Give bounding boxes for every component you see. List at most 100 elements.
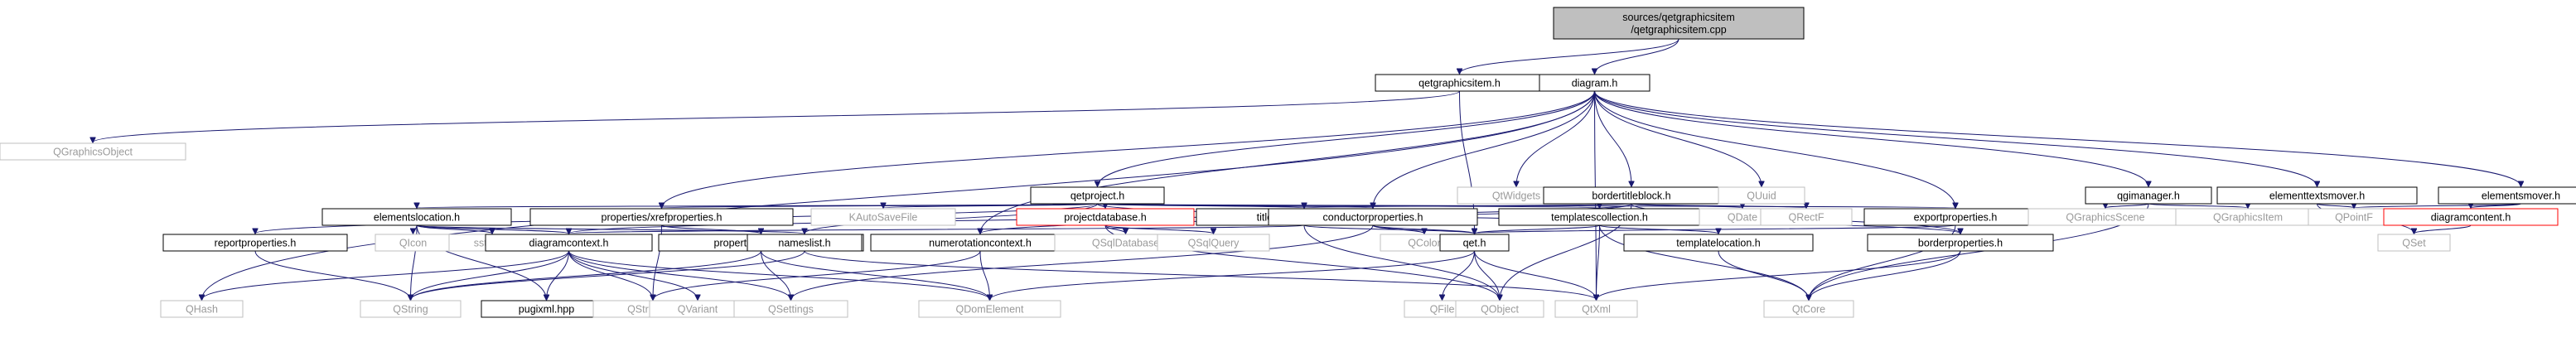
node-diagramcontext-h[interactable]: diagramcontext.h [485,234,653,252]
node-elementtextsmover-h[interactable]: elementtextsmover.h [2216,186,2418,205]
node-QGraphicsObject: QGraphicsObject [0,142,186,161]
edge-qet-h-to-QDomElement [990,250,1475,300]
node-qetgraphicsitem-h[interactable]: qetgraphicsitem.h [1375,74,1544,92]
node-label: QSettings [768,304,814,316]
edge-borderproperties-h-to-QtXml [1597,250,1961,300]
edge-templatescollection-h-to-QtXml [1597,224,1600,300]
node-label: templatescollection.h [1551,212,1648,224]
edge-diagram-h-to-qgimanager-h [1594,90,2149,186]
node-label: bordertitleblock.h [1592,190,1670,202]
node-pugixml-hpp[interactable]: pugixml.hpp [481,300,612,318]
node-exportproperties-h[interactable]: exportproperties.h [1863,208,2047,226]
edge-diagramcontext-h-to-QHash [202,250,569,300]
edge-templatelocation-h-to-QtCore [1718,250,1809,300]
node-box [529,208,794,226]
edge-diagramcontext-h-to-QVariant [568,250,698,300]
node-QGraphicsItem: QGraphicsItem [2175,208,2321,226]
edge-qetproject-h-to-KAutoSaveFile [883,204,1098,208]
node-label: exportproperties.h [1914,212,1998,224]
node-root[interactable]: sources/qetgraphicsitem/qetgraphicsitem.… [1553,7,1805,40]
edge-diagram-h-to-QHash [202,90,1595,300]
edge-qgimanager-h-to-QGraphicsScene [2105,204,2149,208]
node-label: QSqlQuery [1188,238,1240,249]
node-nameslist-h[interactable]: nameslist.h [747,234,863,252]
edge-borderproperties-h-to-QtCore [1809,250,1961,300]
node-label: pugixml.hpp [519,304,574,316]
node-conductorproperties-h[interactable]: conductorproperties.h [1268,208,1478,226]
node-label: QDate [1728,212,1757,224]
edge-diagramcontext-h-to-pugixml-hpp [547,250,569,300]
edge-conductorproperties-h-to-QSettings [791,224,1374,300]
edge-conductorproperties-h-to-QColor [1372,224,1424,234]
node-label: qgimanager.h [2117,190,2180,202]
node-label: QObject [1481,304,1519,316]
node-label: elementslocation.h [374,212,460,224]
node-label: qetproject.h [1071,190,1124,202]
node-label: qet.h [1463,238,1486,249]
node-diagram-h[interactable]: diagram.h [1539,74,1650,92]
node-label: QPointF [2335,212,2373,224]
node-label: conductorproperties.h [1323,212,1423,224]
node-box [321,208,512,226]
node-templatelocation-h[interactable]: templatelocation.h [1623,234,1814,252]
node-templatescollection-h[interactable]: templatescollection.h [1498,208,1701,226]
node-label: QGraphicsItem [2213,212,2283,224]
node-label: QVariant [678,304,718,316]
node-elementslocation-h[interactable]: elementslocation.h [321,208,512,226]
node-box [2216,186,2418,205]
node-projectdatabase-h[interactable]: projectdatabase.h [1016,208,1195,226]
node-box [1763,300,1854,318]
node-label: QSqlDatabase [1092,238,1159,249]
edge-elementsmover-h-to-diagramcontent-h [2471,204,2521,208]
node-label: templatelocation.h [1676,238,1761,249]
edge-elementslocation-h-to-sstream [416,224,492,234]
edge-numerotationcontext-h-to-QDomElement [979,250,990,300]
node-QString: QString [360,300,462,318]
node-QSet: QSet [2377,234,2451,252]
node-QObject: QObject [1455,300,1544,318]
node-label: nameslist.h [778,238,830,249]
node-label: QDomElement [956,304,1024,316]
node-QHash: QHash [160,300,244,318]
node-box [918,300,1061,318]
node-label: diagram.h [1572,78,1618,89]
edge-diagram-h-to-elementsmover-h [1594,90,2521,186]
edge-diagram-h-to-bordertitleblock-h [1594,90,1632,186]
node-borderproperties-h[interactable]: borderproperties.h [1867,234,2054,252]
node-box [1016,208,1195,226]
node-box [1455,300,1544,318]
edge-elementslocation-h-to-QIcon [413,224,418,234]
edge-exportproperties-h-to-qet-h [1475,224,1956,234]
node-elementsmover-h[interactable]: elementsmover.h [2438,186,2576,205]
edge-numerotationcontext-h-to-QStringList [653,250,981,300]
node-qgimanager-h[interactable]: qgimanager.h [2085,186,2212,205]
node-box [1439,234,1510,252]
edge-titleblockproperties-h-to-diagramcontext-h [569,224,1305,234]
node-diagramcontent-h[interactable]: diagramcontent.h [2383,208,2559,226]
node-qet-h[interactable]: qet.h [1439,234,1510,252]
edge-qetgraphicsitem-h-to-QGraphicsObject [93,90,1460,142]
node-qetproject-h[interactable]: qetproject.h [1030,186,1165,205]
node-box [1030,186,1165,205]
edge-propertiesinterface-h-to-QDomElement [761,250,990,300]
node-box [1760,208,1853,226]
node-label: sources/qetgraphicsitem [1622,12,1734,23]
node-box [1867,234,2054,252]
node-QUuid: QUuid [1718,186,1805,205]
node-label: QIcon [399,238,427,249]
node-properties-xref-h[interactable]: properties/xrefproperties.h [529,208,794,226]
node-bordertitleblock-h[interactable]: bordertitleblock.h [1543,186,1720,205]
edge-diagram-h-to-properties-xref-h [662,90,1595,208]
edge-nameslist-h-to-QString [411,250,805,300]
edge-diagram-h-to-qetproject-h [1098,90,1595,186]
node-reportproperties-h[interactable]: reportproperties.h [162,234,348,252]
edge-qet-h-to-QFile [1443,250,1475,300]
node-QIcon: QIcon [375,234,452,252]
node-box [360,300,462,318]
node-numerotationcontext-h[interactable]: numerotationcontext.h [870,234,1090,252]
node-box [2085,186,2212,205]
node-label: KAutoSaveFile [849,212,918,224]
node-label: qetgraphicsitem.h [1418,78,1501,89]
node-label: projectdatabase.h [1064,212,1146,224]
